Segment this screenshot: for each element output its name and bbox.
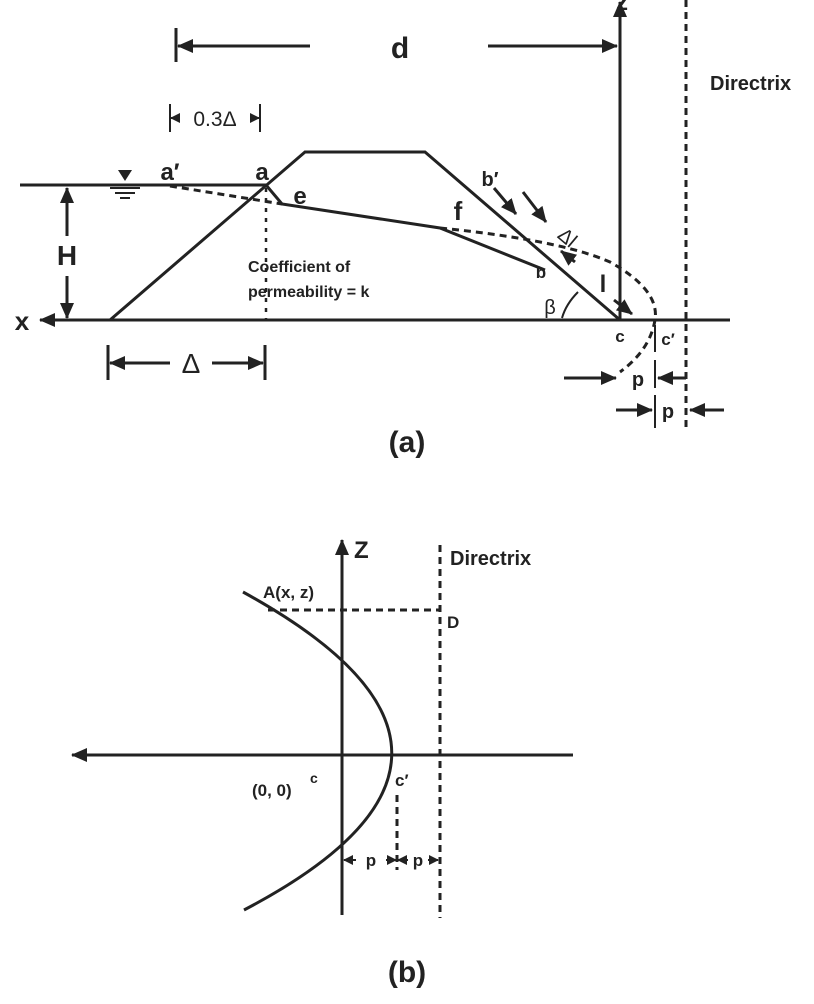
p-label-b1: p [366, 851, 376, 870]
coefficient-label-line2: permeability = k [248, 284, 369, 301]
arrow [492, 187, 518, 215]
point-D: D [447, 613, 459, 632]
point-c: c [615, 327, 624, 346]
point-c-prime-b: c′ [395, 771, 409, 790]
p-label-1: p [632, 369, 644, 391]
dam-section [109, 150, 621, 322]
panel-b: Z Directrix A(x, z) D (0, 0) c c′ p p (b… [71, 537, 573, 989]
water-level-icon [110, 170, 140, 199]
point-a-prime: a′ [160, 159, 179, 186]
length-l: l [600, 271, 607, 298]
arrow [521, 191, 548, 223]
z-label: z [616, 0, 628, 16]
basic-parabola-upstream [169, 184, 283, 206]
dim-delta: Δ [182, 348, 201, 379]
panel-a: d z Directrix 0.3Δ x a′ a e [15, 0, 791, 459]
point-c-prime: c′ [661, 330, 675, 349]
origin-c-label: c [310, 770, 318, 786]
point-A: A(x, z) [263, 583, 314, 602]
d-label: d [391, 32, 409, 65]
x-label: x [15, 306, 30, 336]
directrix-label-b: Directrix [450, 548, 531, 570]
point-e: e [293, 183, 306, 210]
delta-l-label: Δl [553, 224, 581, 252]
directrix-label: Directrix [710, 73, 791, 95]
caption-b: (b) [388, 956, 426, 989]
head-h: H [57, 240, 77, 271]
parabola [242, 590, 394, 912]
angle-beta: β [544, 297, 556, 319]
origin-label: (0, 0) [252, 781, 292, 800]
p-label-2: p [662, 401, 674, 423]
arrow [560, 249, 578, 266]
caption-a: (a) [389, 426, 426, 459]
angle-arc [561, 291, 579, 319]
point-b-prime: b′ [481, 169, 498, 191]
phreatic-line [264, 184, 546, 272]
z-label-b: Z [354, 537, 369, 564]
p-label-b2: p [413, 851, 423, 870]
basic-parabola [439, 226, 657, 374]
coefficient-label-line1: Coefficient of [248, 259, 351, 276]
point-f: f [454, 196, 463, 226]
dim-0.3-delta: 0.3Δ [193, 108, 236, 131]
point-b: b [536, 263, 546, 282]
arrow [613, 298, 633, 316]
point-a: a [255, 159, 269, 186]
